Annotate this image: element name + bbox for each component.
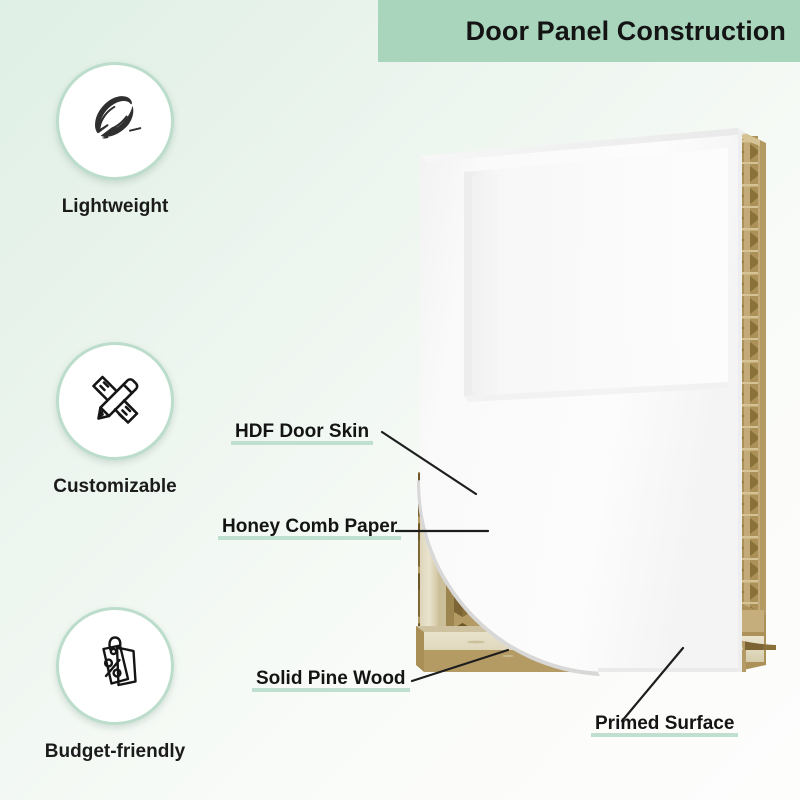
feature-lightweight-label: Lightweight — [61, 196, 169, 217]
feature-budget-circle — [56, 607, 174, 725]
feature-budget-friendly: Budget-friendly — [25, 607, 205, 763]
feather-icon — [79, 83, 151, 160]
feature-customizable: Customizable — [25, 342, 205, 498]
title-banner: Door Panel Construction — [378, 0, 800, 62]
callout-hdf-door-skin: HDF Door Skin — [231, 421, 374, 445]
feature-customizable-circle — [56, 342, 174, 460]
door-panel-illustration — [398, 120, 800, 690]
feature-lightweight-circle — [56, 62, 174, 180]
feature-lightweight: Lightweight — [25, 62, 205, 218]
door-skin-edge — [738, 128, 742, 672]
feature-customizable-label: Customizable — [53, 476, 177, 497]
callout-primed-surface: Primed Surface — [591, 713, 739, 737]
callout-honey-comb-paper: Honey Comb Paper — [218, 516, 402, 540]
pencil-ruler-icon — [78, 362, 152, 441]
callout-solid-pine-wood: Solid Pine Wood — [252, 668, 410, 692]
page-title: Door Panel Construction — [465, 15, 786, 46]
price-tag-percent-icon — [80, 629, 150, 704]
feature-budget-label: Budget-friendly — [44, 741, 186, 762]
door-front-face — [416, 128, 746, 676]
